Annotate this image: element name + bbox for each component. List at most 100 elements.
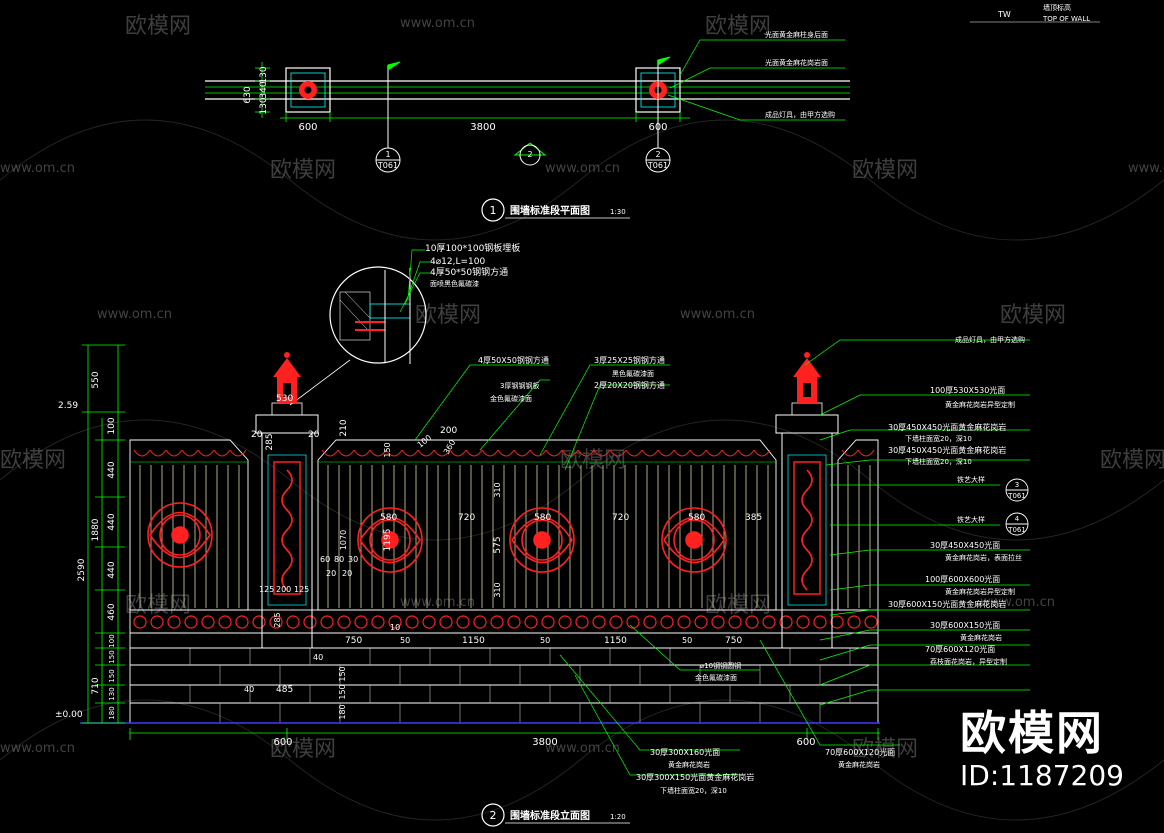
spec-label: 70厚600X120光面 [925,644,995,654]
inner-dim: 580 [534,513,551,523]
ring-ornament [218,615,232,629]
ring-ornament [779,615,793,629]
fence-arch [433,449,451,457]
ring-ornament [660,615,674,629]
inner-dim: 20 [308,430,320,440]
ring-ornament [728,615,742,629]
fence-arch [213,449,231,457]
plan-dim-left: 600 [298,122,317,133]
detail-ref-sheet: T061 [1007,492,1026,500]
left-dim: 100 [107,417,117,434]
watermark-brand: 欧模网 [270,158,336,183]
detail-ref-circles [1005,478,1029,536]
fence-arch [593,449,611,457]
plan-dimensions [255,62,690,122]
spec-label: 3厚25X25钢钢方通 [594,355,665,365]
inner-dimension-texts: 530 285 20 20 210 200 150 100 360 310 58… [244,394,762,720]
ring-ornament [711,615,725,629]
wall-base [129,647,879,724]
bottom-dim: 600 [796,737,815,748]
zero-level: ±0.00 [55,710,83,720]
section-number: 1 [385,150,390,159]
spec-label: 黄金麻花岗岩 [960,633,1002,642]
inner-dim: 575 [493,536,503,553]
plan-vdim: 130 [259,97,269,114]
inner-dim: 20 [342,569,352,578]
spec-label: 黄金麻花岗岩 [668,760,710,769]
fence-arch [529,449,547,457]
coping-base [129,632,879,649]
fence-arch [229,449,247,457]
inner-dim: 310 [493,582,502,597]
ring-ornament [439,615,453,629]
top-leaders [414,339,1030,471]
fence-arch [625,449,643,457]
ring-ornament [830,615,844,629]
inner-dim: 485 [276,685,293,695]
spec-label: 70厚600X120光面 [825,747,895,757]
spec-label: 金色氟碳漆面 [695,673,737,682]
watermark-url: www.om.cn [680,307,755,322]
right-labels: 成品灯具，由甲方选购 100厚530X530光面 黄金麻花岗岩异型定制 30厚4… [888,335,1026,666]
fence-arch [417,449,435,457]
left-dim: 180 [108,706,116,719]
fence-arch [181,449,199,457]
fence-arch [369,449,387,457]
ring-ornament [558,615,572,629]
spec-label: 100厚600X600光面 [925,574,1000,584]
inner-dim: 60 [320,555,330,564]
spec-label: 下墙柱面宽20，深10 [905,434,972,443]
inner-dim: 20 [251,430,263,440]
spec-label: 30厚600X150光面黄金麻花岗岩 [888,599,1006,609]
spec-label: 30厚450X450光面 [930,540,1000,550]
fence-arch [337,449,355,457]
ring-ornament [133,615,147,629]
ring-ornament [252,615,266,629]
inner-dim: 750 [345,636,362,646]
spec-label: 金色氟碳漆面 [490,394,532,403]
medallion-ornament-icon [147,502,213,568]
ring-ornament [813,615,827,629]
inner-dim: 530 [276,394,293,404]
watermark-brand: 欧模网 [852,737,918,762]
elev-scale: 1:20 [610,813,626,821]
elevation-view: 550 2.59 100 440 440 440 460 100 150 150… [55,335,1030,827]
spec-label: ⌀10钢钢圆钢 [700,661,741,670]
ring-ornament [201,615,215,629]
elev-title-number: 2 [490,809,497,822]
fence-arch [641,449,659,457]
ring-row [133,615,878,629]
inner-dim: 360 [442,438,457,456]
inner-dim: 125 [259,585,274,594]
watermarks: 欧模网 www.om.cn 欧模网 www.om.cn 欧模网 www.om.c… [0,14,1164,762]
watermark-url: www.om.cn [97,307,172,322]
ring-ornament [456,615,470,629]
section-number: 2 [527,150,532,159]
inner-dim: 1070 [339,530,348,550]
plan-vdim: 130 [259,66,269,83]
brand-name: 欧模网 [960,706,1105,760]
left-dimension-lines [82,344,125,724]
background-arcs [0,119,1164,821]
section-number: 2 [655,150,660,159]
left-dim: 460 [107,603,117,620]
plan-label: 成品灯具，由甲方选购 [765,110,835,119]
brand-id: ID:1187209 [960,759,1124,792]
bottom-dim: 600 [273,737,292,748]
fence-arch [657,449,675,457]
inner-dim: 200 [440,426,457,436]
fence-arch [449,449,467,457]
left-dim: 440 [107,513,117,530]
level-mark: 2.59 [58,401,78,411]
watermark-url: www.om.cn [400,16,475,31]
fence-arch [497,449,515,457]
plan-title: 围墙标准段平面图 [510,204,590,217]
ring-ornament [609,615,623,629]
plan-dim-total: 3800 [470,122,495,133]
tw-label: TW [997,10,1011,19]
fence-arch [321,449,339,457]
fence-arch [165,449,183,457]
fence-arch [737,449,755,457]
inner-dim: 285 [265,433,275,450]
fence-arch [545,449,563,457]
